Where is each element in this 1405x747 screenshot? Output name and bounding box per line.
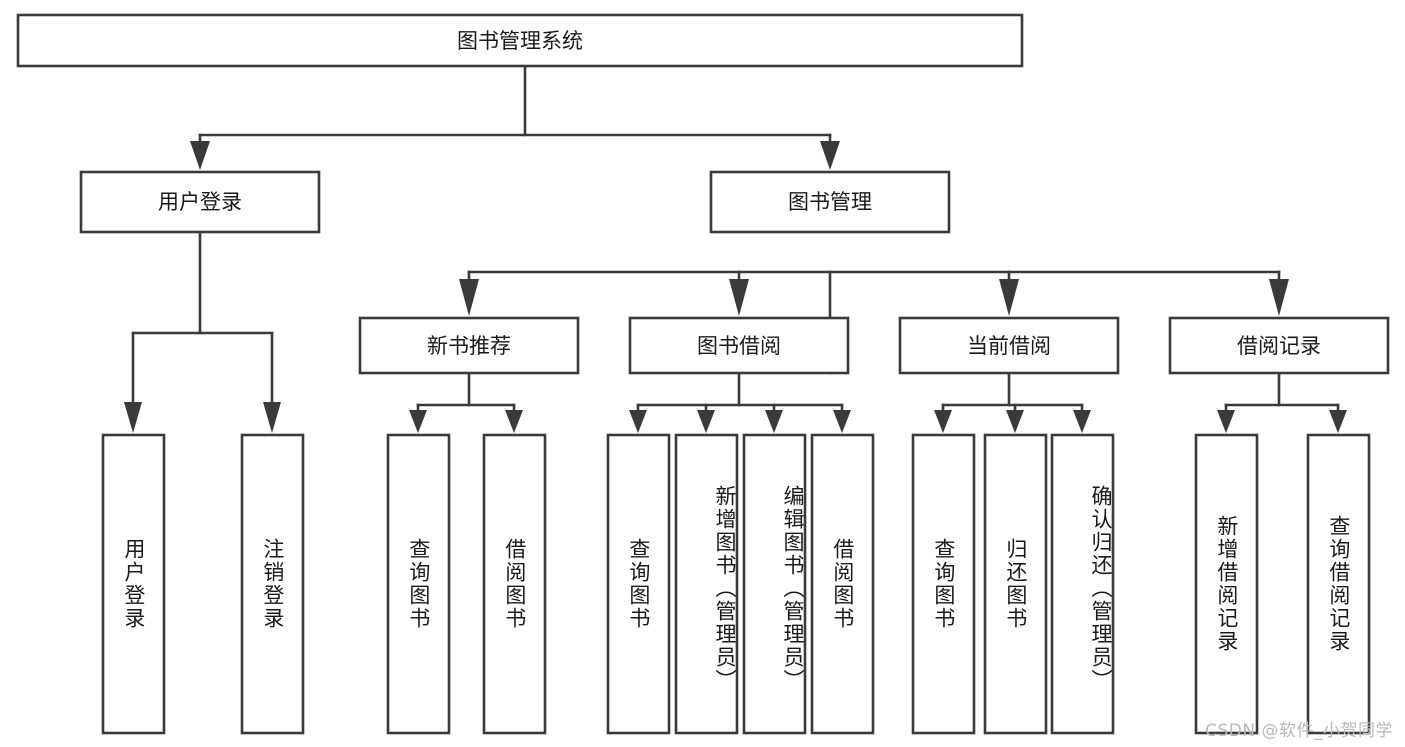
- node-leaf-query-book-nbr-box[interactable]: [386, 433, 451, 735]
- node-leaf-query-book-bb-box[interactable]: [606, 433, 671, 735]
- node-book-borrow[interactable]: 图书借阅: [628, 316, 850, 375]
- node-user-login-label: 用户登录: [158, 190, 242, 214]
- node-leaf-logout-box[interactable]: [240, 433, 305, 735]
- node-book-management[interactable]: 图书管理: [709, 170, 951, 234]
- connector-group: [124, 64, 1347, 433]
- node-new-book-recommend-label: 新书推荐: [427, 334, 511, 358]
- arrow-head-leaf-query-book-bb: [629, 410, 647, 433]
- arrow-head-leaf-confirm-return-admin: [1073, 410, 1091, 433]
- node-leaf-borrow-book-nbr-box[interactable]: [482, 433, 547, 735]
- node-leaf-borrow-book-bb-box[interactable]: [810, 433, 875, 735]
- arrow-head-current-borrow: [999, 279, 1019, 316]
- node-current-borrow-box[interactable]: [898, 316, 1120, 375]
- arrow-head-leaf-query-book-nbr: [409, 410, 427, 433]
- node-leaf-user-login-box[interactable]: [101, 433, 166, 735]
- arrow-head-leaf-borrow-book-bb: [833, 410, 851, 433]
- arrow-head-book-borrow: [729, 279, 749, 316]
- arrow-head-leaf-logout: [263, 402, 281, 433]
- node-user-login[interactable]: 用户登录: [79, 170, 321, 234]
- node-root-label: 图书管理系统: [457, 29, 583, 53]
- arrow-head-leaf-query-borrow-record: [1329, 410, 1347, 433]
- arrow-head-borrow-record: [1269, 279, 1289, 316]
- node-current-borrow-label: 当前借阅: [967, 334, 1051, 358]
- node-root[interactable]: 图书管理系统: [16, 13, 1024, 68]
- leaf-node-group: [101, 433, 1371, 735]
- node-book-management-label: 图书管理: [788, 190, 872, 214]
- node-borrow-record[interactable]: 借阅记录: [1168, 316, 1390, 375]
- arrow-head-leaf-add-book-admin: [697, 410, 715, 433]
- node-leaf-return-book-box[interactable]: [983, 433, 1048, 735]
- node-leaf-add-book-admin-box[interactable]: [674, 433, 739, 735]
- node-book-borrow-label: 图书借阅: [697, 334, 781, 358]
- node-user-login-box[interactable]: [79, 170, 321, 234]
- node-leaf-query-book-cb-box[interactable]: [911, 433, 976, 735]
- node-borrow-record-box[interactable]: [1168, 316, 1390, 375]
- arrow-head-leaf-user-login: [124, 402, 142, 433]
- node-leaf-query-borrow-record-box[interactable]: [1306, 433, 1371, 735]
- node-leaf-add-borrow-record-box[interactable]: [1194, 433, 1259, 735]
- arrow-head-new-book-recommend: [459, 279, 479, 316]
- node-root-box[interactable]: [16, 13, 1024, 68]
- arrow-head-user-login: [190, 141, 210, 170]
- arrow-head-book-management: [820, 141, 840, 170]
- csdn-watermark: CSDN @软件_小贺同学: [1205, 721, 1393, 741]
- arrow-head-leaf-query-book-cb: [934, 410, 952, 433]
- node-book-management-box[interactable]: [709, 170, 951, 234]
- node-leaf-edit-book-admin-box[interactable]: [742, 433, 807, 735]
- arrow-head-leaf-edit-book-admin: [765, 410, 783, 433]
- node-book-borrow-box[interactable]: [628, 316, 850, 375]
- arrow-head-leaf-return-book: [1006, 410, 1024, 433]
- arrow-head-leaf-add-borrow-record: [1217, 410, 1235, 433]
- node-new-book-recommend[interactable]: 新书推荐: [358, 316, 580, 375]
- arrow-head-leaf-borrow-book-nbr: [505, 410, 523, 433]
- node-borrow-record-label: 借阅记录: [1237, 334, 1321, 358]
- node-current-borrow[interactable]: 当前借阅: [898, 316, 1120, 375]
- node-leaf-confirm-return-admin-box[interactable]: [1050, 433, 1115, 735]
- node-new-book-recommend-box[interactable]: [358, 316, 580, 375]
